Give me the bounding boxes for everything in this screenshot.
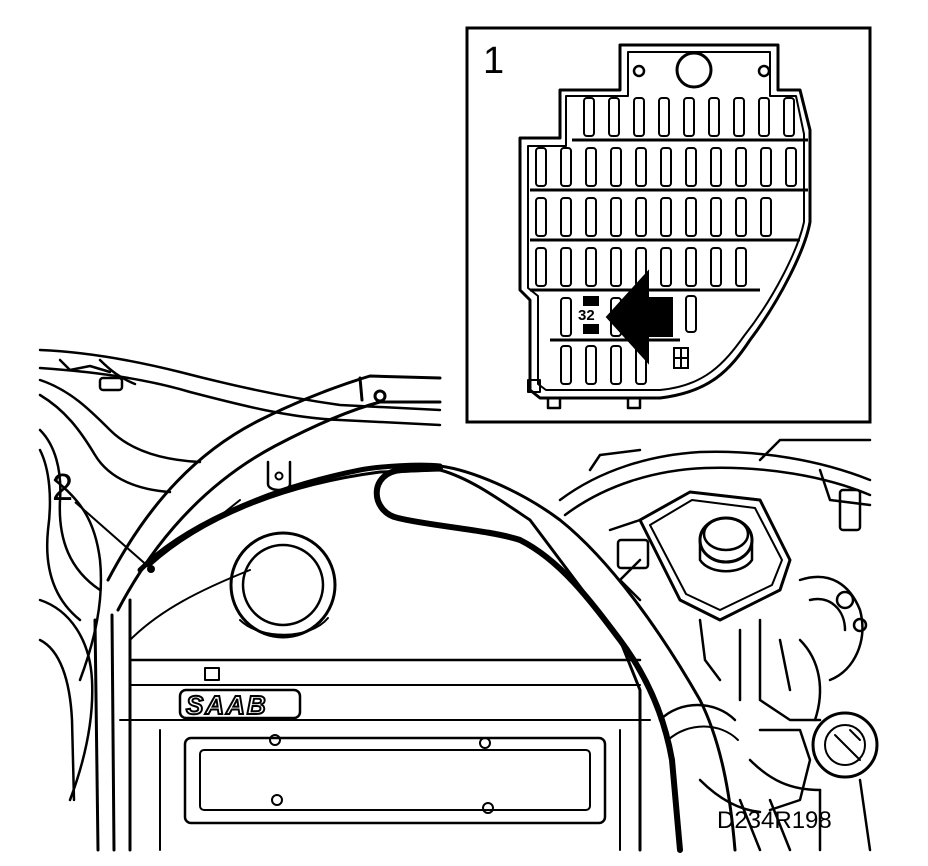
fuse-32: 32 — [578, 296, 599, 334]
fuse-row-6 — [560, 345, 647, 385]
fuse-box-inset: 1 — [465, 26, 872, 424]
fuse-box-housing — [518, 43, 812, 410]
left-vertical-pipes — [93, 598, 132, 852]
diagonal-pipe — [106, 374, 442, 612]
callout-2: 2 — [52, 467, 155, 573]
callout-1-number: 1 — [483, 40, 504, 82]
fuse-row-3 — [535, 197, 772, 237]
callout-2-number: 2 — [52, 467, 73, 509]
engine-bay — [38, 348, 879, 853]
engine-cover — [119, 460, 651, 852]
callout-2-leader — [74, 501, 151, 569]
fuse-32-label: 32 — [578, 307, 595, 324]
brake-reservoir — [638, 490, 792, 622]
saab-brand-text: SAAB — [186, 690, 268, 720]
fuse-grid — [530, 97, 808, 385]
pointer-arrow — [605, 269, 673, 365]
intake-duct — [373, 464, 739, 853]
callout-2-dot — [147, 565, 155, 573]
fuse-row-2 — [535, 147, 797, 187]
saab-badge — [178, 688, 302, 720]
figure-reference: D234R198 — [717, 807, 832, 834]
fuse-row-1 — [583, 97, 795, 137]
right-components — [558, 438, 879, 852]
relay-block — [673, 347, 689, 369]
